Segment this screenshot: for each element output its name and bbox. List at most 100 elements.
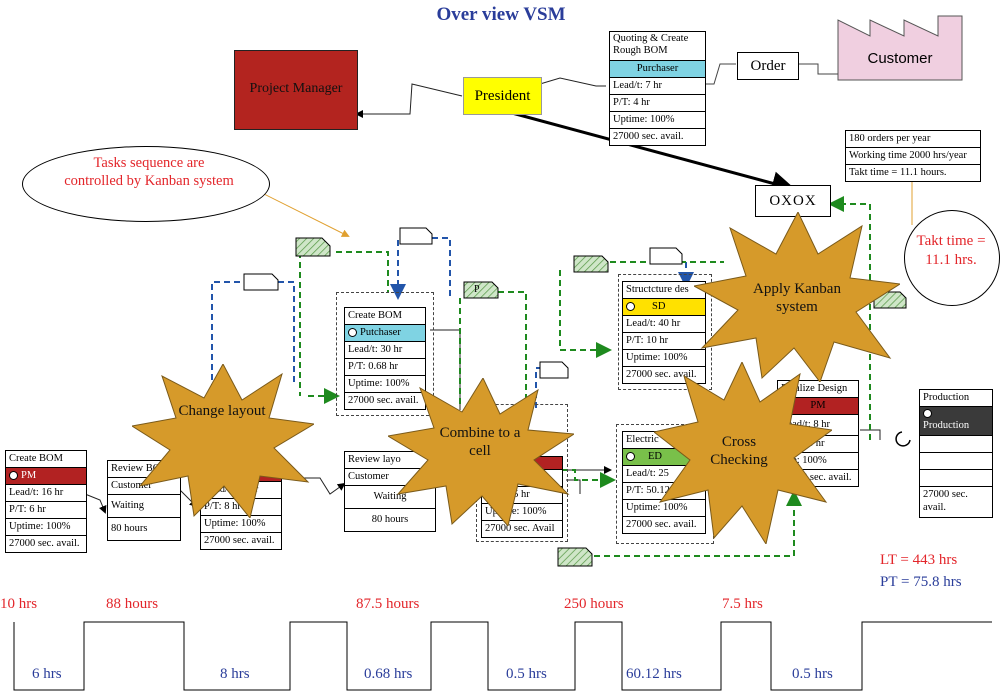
kaizen-apply-text: Apply Kanban system bbox=[753, 281, 841, 315]
timeline-process-3: 0.68 hrs bbox=[364, 666, 413, 682]
kanban-card-icon bbox=[539, 361, 569, 379]
structure-role-text: SD bbox=[652, 301, 666, 312]
create-bom-2-uptime: Uptime: 100% bbox=[345, 375, 425, 392]
customer-factory-icon bbox=[837, 15, 963, 81]
create-bom-1-box: Create BOM PM Lead/t: 16 hr P/T: 6 hr Up… bbox=[5, 450, 87, 553]
page-title: Over view VSM bbox=[436, 4, 566, 25]
production-row-3 bbox=[920, 435, 992, 452]
quoting-avail: 27000 sec. avail. bbox=[610, 128, 705, 145]
review-layout-time: 80 hours bbox=[345, 508, 435, 531]
review-bom-who: Customer bbox=[108, 477, 180, 494]
kanban-card-icon bbox=[243, 273, 279, 291]
create-bom-1-avail: 27000 sec. avail. bbox=[6, 535, 86, 552]
kaizen-burst-change bbox=[132, 364, 314, 518]
production-row-5 bbox=[920, 469, 992, 486]
electric-avail: 27000 sec. avail. bbox=[623, 516, 705, 533]
timeline-wait-4: 250 hours bbox=[564, 596, 624, 612]
quoting-process-box: Quoting & Create Rough BOM Purchaser Lea… bbox=[609, 31, 706, 146]
production-role-text: Production bbox=[923, 420, 970, 431]
kaizen-change-text: Change layout bbox=[178, 403, 266, 419]
create-bom-2-role-text: Putchaser bbox=[360, 327, 401, 338]
project-manager-box: Project Manager bbox=[234, 50, 358, 130]
cell-avail: 27000 sec. Avail bbox=[482, 520, 562, 537]
create-bom-1-lead: Lead/t: 16 hr bbox=[6, 484, 86, 501]
quoting-pt: P/T: 4 hr bbox=[610, 94, 705, 111]
finalize-uptime: ime: 100% bbox=[778, 452, 858, 469]
create-bom-1-title: Create BOM bbox=[9, 453, 63, 464]
timeline-wait-5: 7.5 hrs bbox=[722, 596, 763, 612]
electric-role-text: ED bbox=[648, 451, 662, 462]
pm-box-2-uptime: Uptime: 100% bbox=[201, 515, 281, 532]
takt-info-box: 180 orders per year Working time 2000 hr… bbox=[845, 130, 981, 182]
structure-pt: P/T: 10 hr bbox=[623, 332, 705, 349]
structure-title: Structcture des bbox=[626, 284, 689, 295]
create-bom-1-pt: P/T: 6 hr bbox=[6, 501, 86, 518]
create-bom-1-role: PM bbox=[6, 467, 86, 484]
create-bom-2-title: Create BOM bbox=[348, 310, 402, 321]
kaizen-burst-cross bbox=[654, 362, 832, 544]
kanban-note-text: Tasks sequence are controlled by Kanban … bbox=[64, 155, 234, 189]
finalize-avail: 27000 sec. avail. bbox=[778, 469, 858, 486]
review-layout-who: Customer bbox=[345, 468, 435, 485]
kanban-card-icon bbox=[399, 227, 433, 245]
structure-lead: Lead/t: 40 hr bbox=[623, 315, 705, 332]
electric-pt: P/T: 50.12 hr bbox=[623, 482, 705, 499]
timeline-process-6: 0.5 hrs bbox=[792, 666, 833, 682]
quoting-title: Quoting & Create Rough BOM bbox=[613, 33, 689, 56]
kanban-card-icon bbox=[649, 247, 683, 265]
oxox-box: OXOX bbox=[755, 185, 831, 217]
operator-icon bbox=[348, 328, 357, 338]
timeline-process-5: 60.12 hrs bbox=[626, 666, 682, 682]
create-bom-1-role-text: PM bbox=[21, 470, 37, 481]
electric-lead: Lead/t: 25 bbox=[623, 465, 705, 482]
review-bom-title: Review BOM bbox=[111, 463, 170, 474]
kaizen-burst-apply bbox=[694, 212, 900, 382]
operator-icon bbox=[626, 302, 635, 312]
review-layout-box: Review layo Customer Waiting 80 hours bbox=[344, 451, 436, 532]
production-avail: 27000 sec. avail. bbox=[920, 486, 992, 517]
production-title: Production bbox=[923, 392, 970, 403]
production-box: Production Production 27000 sec. avail. bbox=[919, 389, 993, 518]
cell-dashed-frame-1 bbox=[336, 292, 434, 416]
kanban-card-icon bbox=[573, 255, 609, 273]
cell-uptime: Uptime: 100% bbox=[482, 503, 562, 520]
kaizen-combine-text: Combine to a cell bbox=[439, 425, 521, 459]
operator-icon bbox=[626, 452, 635, 462]
create-bom-2-avail: 27000 sec. avail. bbox=[345, 392, 425, 409]
structure-role: SD bbox=[623, 298, 705, 315]
timeline-wait-2: 88 hours bbox=[106, 596, 159, 612]
review-layout-title: Review layo bbox=[348, 454, 401, 465]
timeline-process-4: 0.5 hrs bbox=[506, 666, 547, 682]
takt-circle-text: Takt time = 11.1 hrs. bbox=[916, 233, 986, 268]
kanban-card-icon bbox=[463, 281, 499, 299]
timeline-line bbox=[13, 621, 992, 691]
kanban-card-label: P bbox=[474, 284, 480, 295]
pm-box-2-avail: 27000 sec. avail. bbox=[201, 532, 281, 549]
create-bom-1-uptime: Uptime: 100% bbox=[6, 518, 86, 535]
electric-title: Electric bbox=[626, 434, 659, 445]
create-bom-2-box: Create BOM Putchaser Lead/t: 30 hr P/T: … bbox=[344, 307, 426, 410]
finalize-role: PM bbox=[778, 397, 858, 414]
structure-design-box: Structcture des SD Lead/t: 40 hr P/T: 10… bbox=[622, 281, 706, 384]
timeline-process-1: 6 hrs bbox=[32, 666, 62, 682]
create-bom-2-pt: P/T: 0.68 hr bbox=[345, 358, 425, 375]
quoting-lead: Lead/t: 7 hr bbox=[610, 77, 705, 94]
create-bom-2-role: Putchaser bbox=[345, 324, 425, 341]
kaizen-cross-text: Cross Checking bbox=[710, 434, 768, 468]
process-time-total: PT = 75.8 hrs bbox=[880, 574, 962, 590]
lead-time-total: LT = 443 hrs bbox=[880, 552, 958, 568]
timeline-wait-1: 10 hrs bbox=[0, 596, 38, 612]
cell-dashed-frame-3 bbox=[618, 274, 712, 390]
production-role: Production bbox=[920, 406, 992, 435]
takt-circle bbox=[904, 210, 1000, 306]
kanban-note-ellipse bbox=[22, 146, 270, 222]
quoting-uptime: Uptime: 100% bbox=[610, 111, 705, 128]
takt-orders: 180 orders per year bbox=[849, 133, 931, 144]
structure-uptime: Uptime: 100% bbox=[623, 349, 705, 366]
timeline-process-2: 8 hrs bbox=[220, 666, 250, 682]
takt-time: Takt time = 11.1 hours. bbox=[846, 164, 980, 181]
review-bom-status: Waiting bbox=[108, 494, 180, 517]
quoting-role: Purchaser bbox=[610, 60, 705, 77]
production-row-4 bbox=[920, 452, 992, 469]
president-box: President bbox=[463, 77, 542, 115]
